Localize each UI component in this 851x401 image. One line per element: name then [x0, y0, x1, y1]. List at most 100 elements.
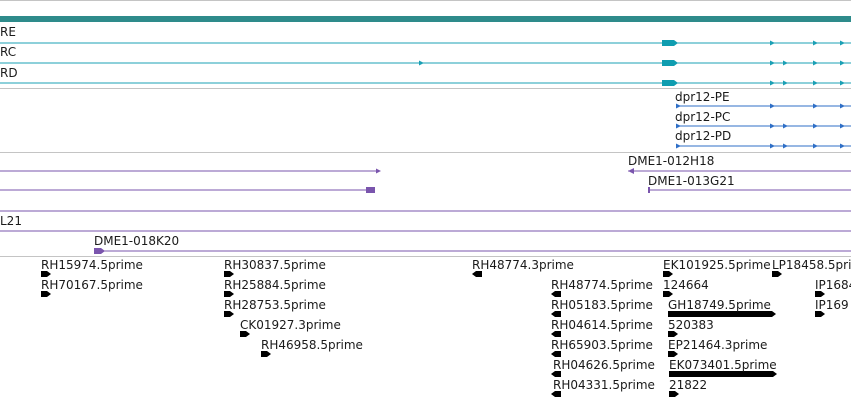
transcript-exon — [662, 60, 674, 66]
protein-arrow — [770, 143, 775, 149]
exon-arrow — [770, 40, 775, 46]
protein-arrow — [676, 143, 681, 149]
exon-arrow — [840, 80, 845, 86]
est-label[interactable]: 21822 — [669, 378, 708, 392]
track-separator — [0, 152, 851, 153]
transcript-exon — [662, 80, 674, 86]
transcript-label[interactable]: RD — [0, 66, 18, 80]
est-glyph — [261, 351, 271, 357]
protein-arrow — [783, 123, 788, 129]
track-separator — [0, 88, 851, 89]
track-separator — [0, 256, 851, 257]
est-glyph — [41, 291, 51, 297]
est-glyph — [551, 391, 561, 397]
est-label[interactable]: EK101925.5prime — [663, 258, 771, 272]
est-label[interactable]: 520383 — [668, 318, 714, 332]
est-label[interactable]: RH48774.5prime — [551, 278, 653, 292]
exon-arrow — [419, 60, 424, 66]
est-label[interactable]: RH15974.5prime — [41, 258, 143, 272]
protein-label[interactable]: dpr12-PC — [675, 110, 731, 124]
est-glyph — [551, 291, 561, 297]
protein-arrow — [783, 143, 788, 149]
exon-arrow — [840, 60, 845, 66]
protein-arrow — [676, 123, 681, 129]
exon-arrow — [783, 80, 788, 86]
est-glyph — [663, 291, 673, 297]
est-label[interactable]: RH28753.5prime — [224, 298, 326, 312]
est-glyph — [551, 331, 561, 337]
est-label[interactable]: EK073401.5prime — [669, 358, 777, 372]
clone-label[interactable]: L21 — [0, 214, 22, 228]
est-glyph — [240, 331, 250, 337]
exon-arrow — [783, 60, 788, 66]
est-label[interactable]: CK01927.3prime — [240, 318, 341, 332]
est-label[interactable]: RH04626.5prime — [553, 358, 655, 372]
exon-arrow — [770, 80, 775, 86]
est-glyph — [815, 311, 825, 317]
clone-block — [366, 187, 375, 193]
est-glyph — [551, 371, 561, 377]
clone-label[interactable]: DME1-012H18 — [628, 154, 715, 168]
protein-arrow — [813, 123, 818, 129]
transcript-exon — [674, 40, 678, 46]
est-label[interactable]: RH30837.5prime — [224, 258, 326, 272]
est-glyph — [668, 351, 678, 357]
exon-arrow — [813, 80, 818, 86]
est-label[interactable]: RH04614.5prime — [551, 318, 653, 332]
transcript-exon — [674, 80, 678, 86]
exon-arrow — [840, 40, 845, 46]
est-glyph — [772, 271, 782, 277]
est-label[interactable]: RH70167.5prime — [41, 278, 143, 292]
clone-block — [648, 187, 650, 193]
est-label[interactable]: RH48774.3prime — [472, 258, 574, 272]
est-glyph — [668, 311, 776, 317]
est-label[interactable]: 124664 — [663, 278, 709, 292]
clone-arrow — [376, 168, 381, 174]
transcript-label[interactable]: RC — [0, 45, 17, 59]
est-label[interactable]: RH65903.5prime — [551, 338, 653, 352]
est-label[interactable]: RH04331.5prime — [553, 378, 655, 392]
est-label[interactable]: LP18458.5prime — [772, 258, 851, 272]
est-label[interactable]: IP169 — [815, 298, 849, 312]
protein-arrow — [813, 143, 818, 149]
protein-arrow — [770, 103, 775, 109]
protein-label[interactable]: dpr12-PE — [675, 90, 730, 104]
est-label[interactable]: EP21464.3prime — [668, 338, 768, 352]
clone-label[interactable]: DME1-018K20 — [94, 234, 180, 248]
est-label[interactable]: GH18749.5prime — [668, 298, 771, 312]
est-glyph — [551, 311, 561, 317]
est-glyph — [669, 391, 679, 397]
protein-arrow — [840, 143, 845, 149]
est-label[interactable]: RH46958.5prime — [261, 338, 363, 352]
est-label[interactable]: RH25884.5prime — [224, 278, 326, 292]
protein-label[interactable]: dpr12-PD — [675, 129, 732, 143]
exon-arrow — [813, 40, 818, 46]
transcript-label[interactable]: RE — [0, 25, 16, 39]
clone-arrow — [94, 248, 105, 254]
protein-arrow — [813, 103, 818, 109]
clone-label[interactable]: DME1-013G21 — [648, 174, 735, 188]
est-glyph — [224, 311, 234, 317]
est-label[interactable]: IP1684 — [815, 278, 851, 292]
transcript-exon — [674, 60, 678, 66]
est-glyph — [41, 271, 51, 277]
est-label[interactable]: RH05183.5prime — [551, 298, 653, 312]
protein-arrow — [840, 123, 845, 129]
protein-arrow — [840, 103, 845, 109]
est-glyph — [224, 271, 234, 277]
transcript-exon — [662, 40, 674, 46]
est-glyph — [815, 291, 825, 297]
est-glyph — [551, 351, 561, 357]
est-glyph — [472, 271, 482, 277]
gene-bar — [0, 16, 851, 22]
est-glyph — [224, 291, 234, 297]
exon-arrow — [770, 60, 775, 66]
protein-arrow — [770, 123, 775, 129]
est-glyph — [663, 271, 673, 277]
clone-arrow — [628, 168, 634, 174]
est-glyph — [668, 331, 678, 337]
est-glyph — [669, 371, 777, 377]
exon-arrow — [813, 60, 818, 66]
